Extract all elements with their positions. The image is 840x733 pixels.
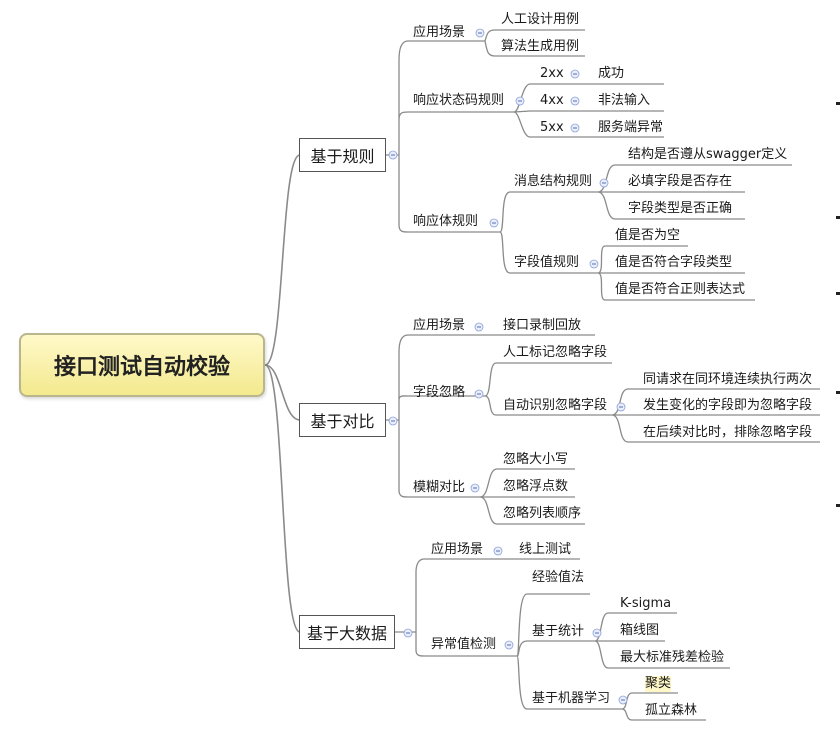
node-empty[interactable]: 值是否为空: [615, 228, 681, 243]
node-ignore-case[interactable]: 忽略大小写: [503, 452, 569, 467]
branch-bigdata[interactable]: 基于大数据: [299, 615, 395, 649]
node-body-rules[interactable]: 响应体规则: [413, 214, 479, 229]
node-replay[interactable]: 接口录制回放: [503, 318, 582, 333]
node-required[interactable]: 必填字段是否存在: [628, 174, 733, 189]
node-compare-scene[interactable]: 应用场景: [413, 318, 466, 333]
branch-rules[interactable]: 基于规则: [299, 138, 386, 172]
node-ignore-order[interactable]: 忽略列表顺序: [503, 506, 582, 521]
edge-tick: [836, 216, 840, 219]
node-status-rules[interactable]: 响应状态码规则: [413, 93, 505, 108]
node-exclude[interactable]: 在后续对比时，排除忽略字段: [643, 425, 813, 440]
node-run-twice[interactable]: 同请求在同环境连续执行两次: [643, 372, 813, 387]
connector-compare-children: [386, 334, 409, 498]
node-max-residual[interactable]: 最大标准残差检验: [620, 650, 725, 665]
connector-root-compare: [264, 364, 301, 421]
connector-anomaly-children: [516, 593, 622, 710]
connector-rules-status-children: [513, 83, 664, 138]
node-statistics[interactable]: 基于统计: [532, 624, 585, 639]
node-type-match[interactable]: 值是否符合字段类型: [615, 255, 733, 270]
connector-auto-children: [611, 388, 820, 443]
node-anomaly[interactable]: 异常值检测: [431, 637, 497, 652]
connector-bigdata-children: [395, 558, 425, 657]
node-ksigma[interactable]: K-sigma: [620, 596, 672, 611]
connector-rules-scene-children: [484, 29, 585, 57]
node-manual-case[interactable]: 人工设计用例: [501, 12, 580, 27]
connector-msg-children: [597, 164, 792, 220]
node-msg-structure[interactable]: 消息结构规则: [514, 174, 593, 189]
node-rules-scene[interactable]: 应用场景: [413, 25, 466, 40]
node-clustering[interactable]: 聚类: [645, 676, 672, 692]
node-changed-fields[interactable]: 发生变化的字段即为忽略字段: [643, 398, 813, 413]
connector-rules-children: [386, 40, 409, 233]
node-swagger[interactable]: 结构是否遵从swagger定义: [628, 147, 788, 162]
node-ignore-float[interactable]: 忽略浮点数: [503, 479, 569, 494]
node-fuzzy[interactable]: 模糊对比: [413, 480, 466, 495]
node-boxplot[interactable]: 箱线图: [620, 623, 660, 638]
node-code-2xx[interactable]: 2xx: [540, 66, 564, 81]
edge-tick: [836, 102, 840, 105]
connector-val-children: [597, 245, 755, 301]
node-desc-success[interactable]: 成功: [598, 66, 625, 81]
node-experience[interactable]: 经验值法: [532, 570, 585, 585]
node-field-ignore[interactable]: 字段忽略: [413, 385, 466, 400]
node-online-test[interactable]: 线上测试: [519, 542, 572, 557]
node-machine-learning[interactable]: 基于机器学习: [532, 691, 611, 706]
node-isolation-forest[interactable]: 孤立森林: [645, 703, 698, 718]
connector-rules-body-children: [499, 191, 598, 274]
edge-tick: [836, 292, 840, 295]
node-bigdata-scene[interactable]: 应用场景: [431, 542, 484, 557]
edge-tick: [836, 391, 840, 394]
node-manual-ignore[interactable]: 人工标记忽略字段: [503, 345, 608, 360]
node-field-value[interactable]: 字段值规则: [514, 255, 580, 270]
node-regex[interactable]: 值是否符合正则表达式: [615, 282, 746, 297]
node-algo-case[interactable]: 算法生成用例: [501, 39, 580, 54]
connector-root-bigdata: [264, 364, 301, 633]
node-desc-invalid[interactable]: 非法输入: [598, 93, 651, 108]
branch-compare[interactable]: 基于对比: [299, 403, 386, 437]
root-node[interactable]: 接口测试自动校验: [19, 333, 265, 397]
connector-stat-children: [594, 612, 730, 669]
collapse-markers: [388, 28, 628, 705]
connector-compare-fuzzy-children: [479, 468, 585, 525]
node-field-type[interactable]: 字段类型是否正确: [628, 201, 733, 216]
edge-tick: [836, 504, 840, 507]
connector-root-rules: [264, 154, 301, 366]
connector-compare-ignore-children: [484, 362, 612, 416]
node-auto-ignore[interactable]: 自动识别忽略字段: [503, 398, 608, 413]
node-desc-server-error[interactable]: 服务端异常: [598, 120, 664, 135]
node-code-4xx[interactable]: 4xx: [540, 93, 564, 108]
node-code-5xx[interactable]: 5xx: [540, 120, 564, 135]
